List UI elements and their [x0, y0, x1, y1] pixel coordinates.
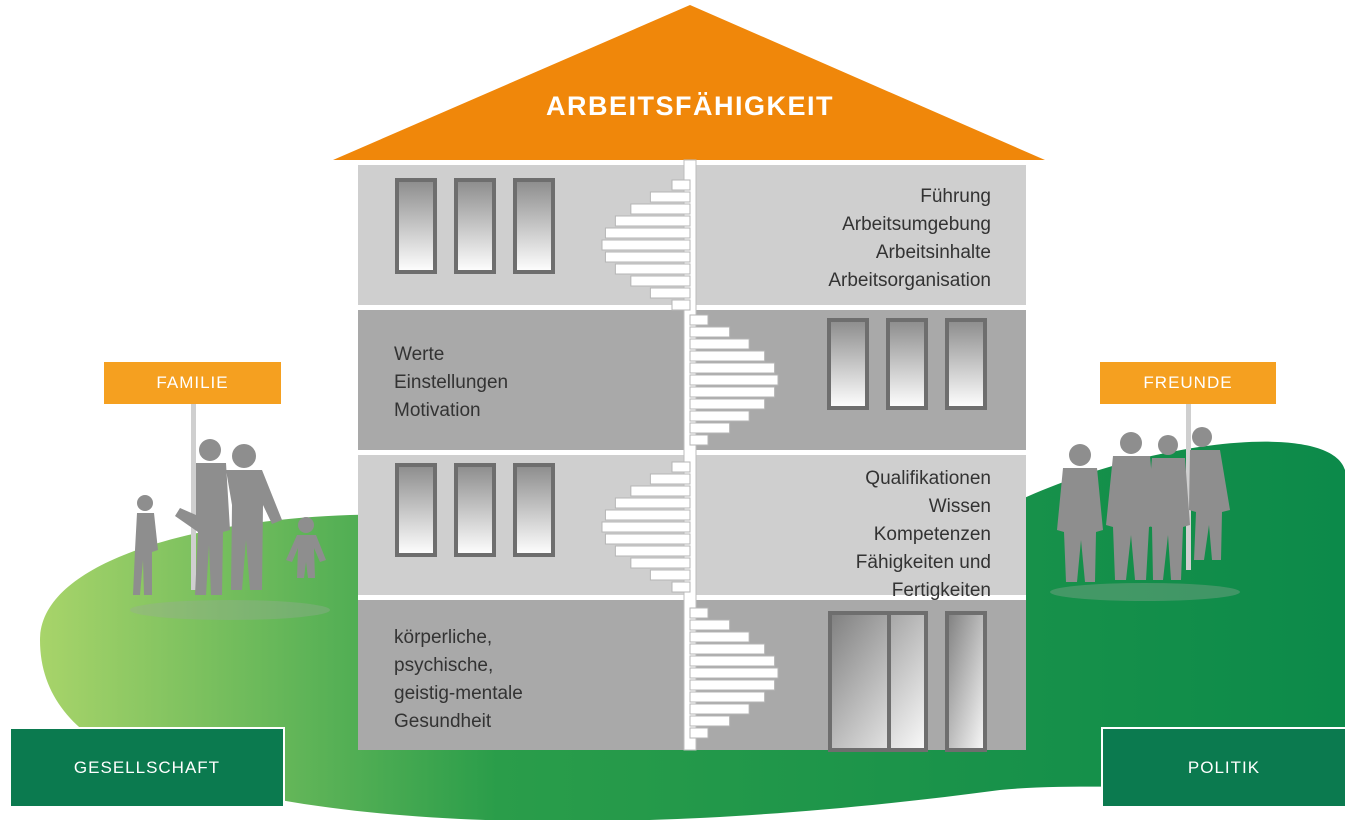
stair-step [689, 703, 750, 715]
stair-step [649, 473, 691, 485]
stair-step [689, 422, 731, 434]
window-row-floor2 [395, 463, 555, 557]
spiral-staircase-icon [601, 159, 779, 751]
stair-step [614, 497, 691, 509]
floor-1-line: geistig-mentale [394, 683, 523, 704]
stair-step [649, 287, 691, 299]
stair-step [630, 275, 691, 287]
door-floor1 [828, 611, 987, 752]
floor-2-line: Qualifikationen [865, 468, 991, 489]
floor-3-line: Motivation [394, 400, 481, 421]
family-sign [104, 362, 281, 590]
stair-step [671, 581, 691, 593]
stair-step [689, 338, 750, 350]
floor-2-line: Wissen [928, 496, 991, 517]
friends-sign-label: FREUNDE [1143, 373, 1233, 392]
floor-1-line: körperliche, [394, 627, 493, 648]
floor-4-text: Führung Arbeitsumgebung Arbeitsinhalte A… [700, 183, 991, 295]
floor-3-line: Werte [394, 344, 445, 365]
stair-step [689, 715, 731, 727]
floor-4-line: Arbeitsinhalte [875, 242, 991, 263]
floor-1-line: Gesundheit [394, 711, 492, 732]
corner-box-left [9, 727, 285, 808]
floor-1-line: psychische, [394, 655, 494, 676]
stair-step [601, 239, 691, 251]
stair-step [689, 362, 776, 374]
stair-step [689, 691, 766, 703]
floor-4-line: Führung [920, 186, 991, 207]
friends-silhouette-icon [1057, 427, 1230, 582]
stair-step [671, 299, 691, 311]
stair-step [689, 643, 766, 655]
stair-step [630, 203, 691, 215]
stair-step [689, 398, 766, 410]
stair-step [689, 386, 776, 398]
stair-step [604, 533, 691, 545]
stair-step [689, 607, 709, 619]
stair-step [614, 215, 691, 227]
stair-step [689, 667, 779, 679]
stair-step [630, 485, 691, 497]
stair-step [689, 314, 709, 326]
corner-box-right [1101, 727, 1347, 808]
floor-2-line: Fertigkeiten [891, 580, 991, 601]
floor-2-line: Kompetenzen [873, 524, 991, 545]
floor-4-line: Arbeitsorganisation [828, 270, 991, 291]
stair-step [689, 619, 731, 631]
stair-step [604, 251, 691, 263]
stair-step [601, 521, 691, 533]
society-label: GESELLSCHAFT [73, 757, 221, 777]
stair-step [604, 509, 691, 521]
floor-3-line: Einstellungen [394, 372, 509, 393]
stair-step [689, 434, 709, 446]
stair-step [689, 350, 766, 362]
stair-step [649, 191, 691, 203]
floor-1-text: körperliche, psychische, geistig-mentale… [394, 624, 674, 736]
floor-4-line: Arbeitsumgebung [842, 214, 991, 235]
stair-step [604, 227, 691, 239]
family-silhouette-icon [133, 439, 326, 595]
stair-step [689, 374, 779, 386]
roof [333, 5, 1045, 160]
window-row-floor4 [395, 178, 555, 274]
stair-step [614, 545, 691, 557]
stair-step [689, 727, 709, 739]
politics-label: POLITIK [1187, 757, 1261, 777]
stair-step [689, 655, 776, 667]
window-row-floor3 [827, 318, 987, 410]
stair-step [689, 631, 750, 643]
floor-3-text: Werte Einstellungen Motivation [394, 341, 674, 425]
friends-sign [1100, 362, 1276, 570]
stair-step [649, 569, 691, 581]
stair-step [689, 410, 750, 422]
family-sign-label: FAMILIE [156, 373, 229, 392]
floor-2-line: Fähigkeiten und [855, 552, 991, 573]
roof-title: ARBEITSFÄHIGKEIT [545, 90, 834, 121]
stair-step [689, 326, 731, 338]
stair-step [671, 179, 691, 191]
stair-step [614, 263, 691, 275]
floor-2-text: Qualifikationen Wissen Kompetenzen Fähig… [700, 465, 991, 605]
stair-step [630, 557, 691, 569]
stair-step [689, 679, 776, 691]
stair-step [671, 461, 691, 473]
